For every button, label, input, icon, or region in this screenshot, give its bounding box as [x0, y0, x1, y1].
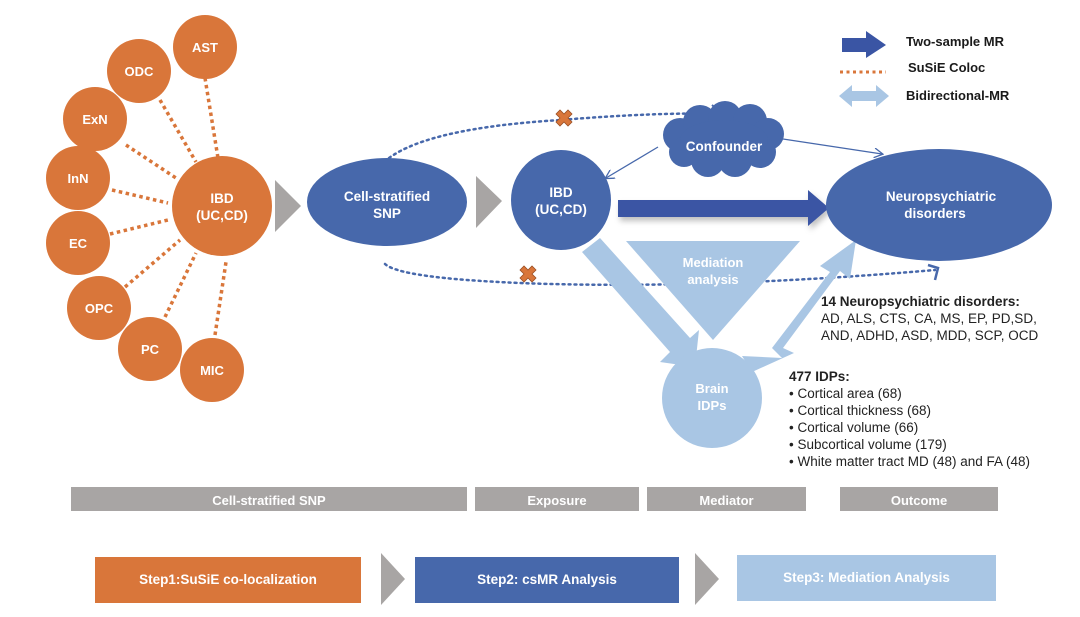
idp-info-item: • Cortical thickness (68) — [789, 403, 932, 418]
legend: Two-sample MR SuSiE Coloc Bidirectional-… — [839, 31, 1010, 107]
arrowhead-icon — [927, 263, 940, 281]
cell-label: AST — [192, 40, 218, 55]
idp-info-heading: 477 IDPs: — [789, 369, 850, 384]
confounder-cloud: Confounder — [663, 101, 784, 177]
mediation-analysis-triangle: Mediation analysis — [626, 241, 800, 340]
neuro-info-line: AD, ALS, CTS, CA, MS, EP, PD,SD, — [821, 311, 1037, 326]
confounder-to-ibd-arrow — [606, 146, 659, 178]
blocked-x-icon — [519, 265, 537, 283]
ibd-exposure-label-line1: IBD — [549, 185, 573, 200]
coloc-line-ast — [203, 77, 220, 159]
band-mediator: Mediator — [647, 487, 806, 511]
idp-info-item: • Cortical area (68) — [789, 386, 902, 401]
cell-label: EC — [69, 236, 88, 251]
coloc-line-inn — [111, 188, 169, 205]
chevron-arrow-icon — [476, 176, 502, 228]
band-cell-stratified-snp: Cell-stratified SNP — [71, 487, 467, 511]
coloc-line-opc — [123, 238, 182, 289]
ibd-hub-node: IBD (UC,CD) — [172, 156, 272, 256]
blocked-x-icon — [555, 109, 573, 127]
confounder-to-neuro-arrow — [782, 138, 882, 154]
brain-idps-node: Brain IDPs — [662, 348, 762, 448]
chevron-arrow-icon — [275, 180, 301, 232]
idp-info: 477 IDPs: • Cortical area (68) • Cortica… — [789, 368, 1030, 470]
cell-node-exn: ExN — [63, 87, 127, 151]
cell-node-ast: AST — [173, 15, 237, 79]
mediation-label-line1: Mediation — [683, 255, 744, 270]
ibd-exposure-node: IBD (UC,CD) — [511, 150, 611, 250]
chevron-arrow-icon — [695, 553, 719, 605]
cell-label: OPC — [85, 301, 114, 316]
coloc-line-pc — [163, 252, 198, 318]
neuro-label-line2: disorders — [904, 206, 966, 221]
legend-susie-coloc-label: SuSiE Coloc — [908, 60, 985, 75]
snp-label-line1: Cell-stratified — [344, 189, 430, 204]
brain-label-line2: IDPs — [698, 398, 727, 413]
cell-node-pc: PC — [118, 317, 182, 381]
idp-info-item: • White matter tract MD (48) and FA (48) — [789, 454, 1031, 469]
neuro-info-line: AND, ADHD, ASD, MDD, SCP, OCD — [821, 328, 1039, 343]
idp-info-item: • Cortical volume (66) — [789, 420, 919, 435]
cell-label: InN — [68, 171, 89, 186]
bidirectional-mr-arrow — [742, 240, 856, 372]
ibd-hub-label-line1: IBD — [210, 191, 234, 206]
coloc-lines — [109, 77, 228, 336]
idp-info-item: • Subcortical volume (179) — [789, 437, 947, 452]
confounder-label: Confounder — [686, 139, 763, 154]
cell-label: ExN — [82, 112, 107, 127]
legend-two-sample-mr-label: Two-sample MR — [906, 34, 1005, 49]
coloc-line-ec — [109, 218, 169, 236]
cell-label: PC — [141, 342, 160, 357]
coloc-line-exn — [125, 143, 177, 180]
brain-label-line1: Brain — [695, 381, 728, 396]
legend-bidirectional-mr-label: Bidirectional-MR — [906, 88, 1010, 103]
neuro-info-heading: 14 Neuropsychiatric disorders: — [821, 294, 1020, 309]
two-sample-mr-arrow — [618, 190, 829, 226]
neuro-label-line1: Neuropsychiatric — [886, 189, 997, 204]
cell-label: ODC — [125, 64, 155, 79]
cell-node-ec: EC — [46, 211, 110, 275]
cell-node-mic: MIC — [180, 338, 244, 402]
ibd-hub-label-line2: (UC,CD) — [196, 208, 248, 223]
mediation-label-line2: analysis — [687, 272, 738, 287]
step3-box: Step3: Mediation Analysis — [737, 555, 996, 601]
cell-type-nodes: AST ODC ExN InN EC OPC PC MIC — [46, 15, 244, 402]
chevron-arrow-icon — [381, 553, 405, 605]
step1-box: Step1:SuSiE co-localization — [95, 557, 361, 603]
cell-label: MIC — [200, 363, 224, 378]
legend-two-sample-mr-icon — [842, 31, 886, 58]
neuropsychiatric-node: Neuropsychiatric disorders — [826, 149, 1052, 261]
snp-label-line2: SNP — [373, 206, 401, 221]
pleiotropy-path-lower — [383, 262, 937, 287]
ibd-to-brain-arrow — [582, 238, 699, 367]
cell-node-opc: OPC — [67, 276, 131, 340]
coloc-line-odc — [158, 99, 198, 163]
cell-stratified-snp-node: Cell-stratified SNP — [307, 158, 467, 246]
ibd-exposure-label-line2: (UC,CD) — [535, 202, 587, 217]
cell-node-inn: InN — [46, 146, 110, 210]
cell-node-odc: ODC — [107, 39, 171, 103]
neuro-disorders-info: 14 Neuropsychiatric disorders: AD, ALS, … — [821, 293, 1038, 344]
step2-box: Step2: csMR Analysis — [415, 557, 679, 603]
coloc-line-mic — [213, 261, 228, 336]
legend-bidirectional-mr-icon — [839, 85, 889, 107]
band-outcome: Outcome — [840, 487, 998, 511]
band-exposure: Exposure — [475, 487, 639, 511]
